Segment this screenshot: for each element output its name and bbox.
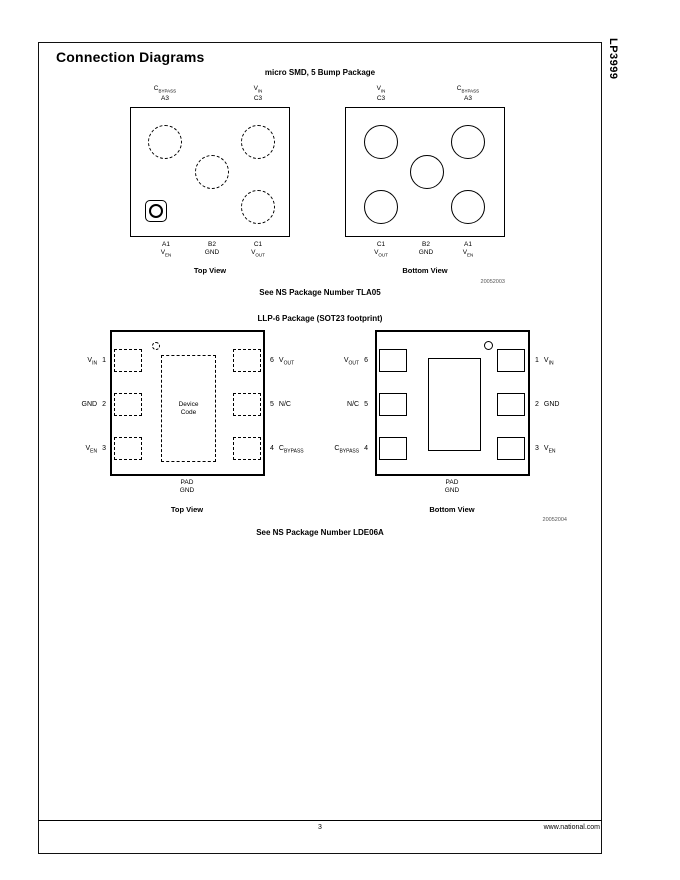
bump-label: A1 VEN xyxy=(160,241,172,258)
bump-b2-icon xyxy=(410,155,444,189)
pad-gnd-label: PAD GND xyxy=(179,479,195,494)
pad-pin2-icon xyxy=(114,393,142,416)
llp6-bottomview-outline xyxy=(375,330,530,476)
bump-label: B2 GND xyxy=(204,241,220,256)
bump-c1-icon xyxy=(364,190,398,224)
bump-label: VIN C3 xyxy=(253,85,263,103)
pin1-dot-icon xyxy=(152,342,160,350)
package-note-lde06a: See NS Package Number LDE06A xyxy=(256,528,384,537)
bump-c3-icon xyxy=(241,125,275,159)
pad-pin3-icon xyxy=(497,437,525,460)
page-title: Connection Diagrams xyxy=(56,49,205,65)
section-title-llp6: LLP-6 Package (SOT23 footprint) xyxy=(257,314,383,323)
pad-pin5-icon xyxy=(233,393,261,416)
device-code-area: Device Code xyxy=(161,355,216,462)
pad-pin4-icon xyxy=(233,437,261,460)
section-title-micro-smd: micro SMD, 5 Bump Package xyxy=(264,68,376,77)
bump-label: VIN C3 xyxy=(376,85,386,103)
pin1-dot-icon xyxy=(484,341,493,350)
pad-pin1-icon xyxy=(114,349,142,372)
caption-top-view: Top View xyxy=(170,505,204,514)
bump-c1-icon xyxy=(241,190,275,224)
figure-code: 20052004 xyxy=(542,517,567,523)
pad-pin2-icon xyxy=(497,393,525,416)
pad-pin4-icon xyxy=(379,437,407,460)
page-frame xyxy=(38,42,602,854)
pad-gnd-label: PAD GND xyxy=(444,479,460,494)
bump-a3-icon xyxy=(451,125,485,159)
bump-a3-icon xyxy=(148,125,182,159)
pad-pin6-icon xyxy=(379,349,407,372)
bump-c3-icon xyxy=(364,125,398,159)
pin1-marker-icon xyxy=(145,200,167,222)
pad-pin1-icon xyxy=(497,349,525,372)
caption-bottom-view: Bottom View xyxy=(402,266,448,275)
footer-divider xyxy=(38,820,602,821)
figure-code: 20052003 xyxy=(480,279,505,285)
bump-label: C1 VOUT xyxy=(251,241,265,258)
bump-label: C1 VOUT xyxy=(374,241,388,258)
page-number: 3 xyxy=(318,824,322,831)
bump-label: A1 VEN xyxy=(462,241,474,258)
bump-b2-icon xyxy=(195,155,229,189)
part-number-vertical: LP3999 xyxy=(607,38,619,80)
bump-label: CBYPASS A3 xyxy=(153,85,177,103)
bump-label: CBYPASS A3 xyxy=(456,85,480,103)
llp6-topview-outline xyxy=(110,330,265,476)
caption-top-view: Top View xyxy=(193,266,227,275)
center-pad-area xyxy=(428,358,481,451)
pad-pin6-icon xyxy=(233,349,261,372)
package-note-tla05: See NS Package Number TLA05 xyxy=(259,288,381,297)
footer-website: www.national.com xyxy=(543,824,600,831)
pad-pin3-icon xyxy=(114,437,142,460)
caption-bottom-view: Bottom View xyxy=(429,505,475,514)
pad-pin5-icon xyxy=(379,393,407,416)
bump-label: B2 GND xyxy=(418,241,434,256)
bump-a1-icon xyxy=(451,190,485,224)
